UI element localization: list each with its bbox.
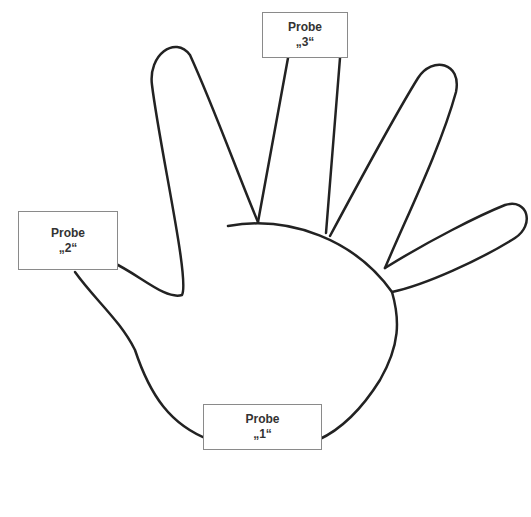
probe-label: Probe „2“ — [51, 226, 85, 256]
little-finger-outline — [318, 204, 527, 440]
finger-edge — [258, 58, 288, 222]
thumb-outline — [112, 47, 258, 296]
palm-left-edge — [75, 272, 210, 440]
probe-label: Probe „3“ — [288, 20, 322, 50]
finger-edge — [326, 58, 340, 233]
probe-label-box: Probe „2“ — [18, 211, 118, 270]
probe-label: Probe „1“ — [245, 412, 279, 442]
probe-label-box: Probe „3“ — [262, 12, 348, 58]
probe-label-box: Probe „1“ — [203, 404, 322, 450]
palm-crease — [228, 223, 392, 292]
